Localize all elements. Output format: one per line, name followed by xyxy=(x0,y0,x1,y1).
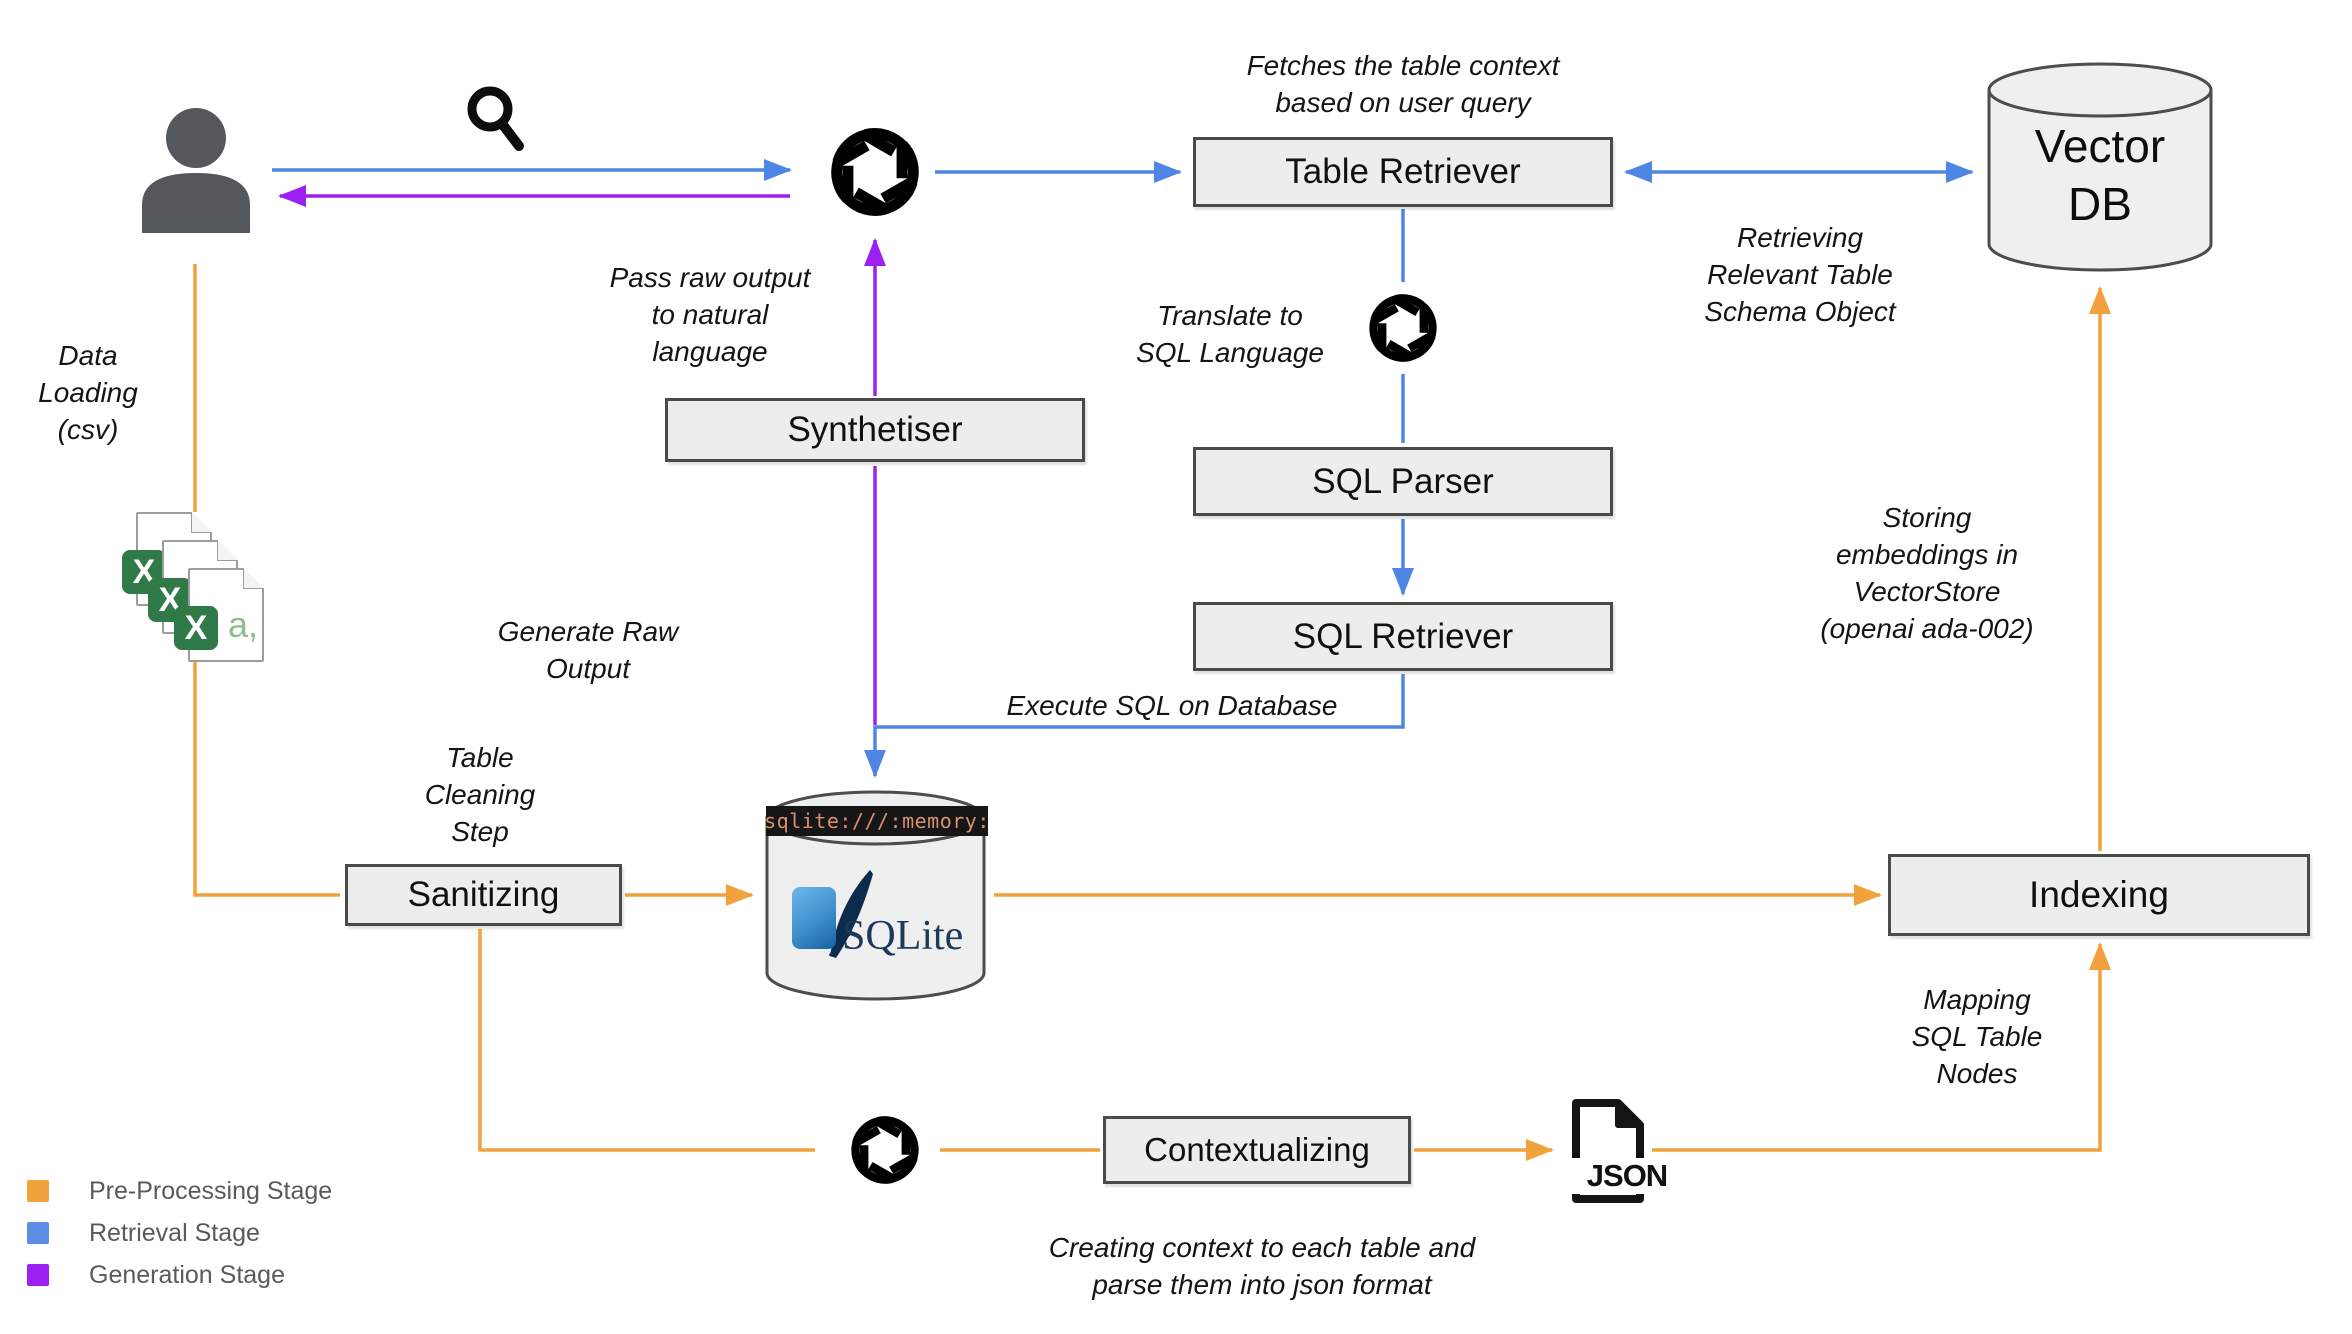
legend-item-generation: Generation Stage xyxy=(27,1260,332,1290)
user-icon xyxy=(142,108,250,233)
node-sql-retriever-label: SQL Retriever xyxy=(1292,616,1514,656)
legend: Pre-Processing Stage Retrieval Stage Gen… xyxy=(27,1176,332,1302)
json-label: JSON xyxy=(1572,1158,1682,1194)
node-sql-parser-label: SQL Parser xyxy=(1312,461,1494,501)
excel-badge-icon: X xyxy=(174,606,218,650)
csv-letter: a, xyxy=(227,604,258,645)
openai-logo-middle-icon xyxy=(1369,294,1437,362)
openai-logo-top-icon xyxy=(831,128,919,216)
node-table-retriever: Table Retriever xyxy=(1193,137,1613,207)
node-contextualizing-label: Contextualizing xyxy=(1144,1131,1370,1168)
legend-item-retrieval: Retrieval Stage xyxy=(27,1218,332,1248)
node-sanitizing-label: Sanitizing xyxy=(407,875,560,914)
node-contextualizing: Contextualizing xyxy=(1103,1116,1411,1184)
annotation-storing-embeddings: Storing embeddings in VectorStore (opena… xyxy=(1820,502,2034,644)
node-table-retriever-label: Table Retriever xyxy=(1285,152,1521,191)
page-fold-icon xyxy=(192,512,212,532)
sqlite-logo-box xyxy=(792,887,836,949)
node-synthetiser: Synthetiser xyxy=(665,398,1085,462)
node-synthetiser-label: Synthetiser xyxy=(787,410,963,449)
annotation-retrieving-schema: Retrieving Relevant Table Schema Object xyxy=(1704,222,1896,327)
annotation-data-loading: Data Loading (csv) xyxy=(38,340,138,445)
node-sanitizing: Sanitizing xyxy=(345,864,622,926)
annotation-mapping-nodes: Mapping SQL Table Nodes xyxy=(1911,984,2043,1089)
line-sanitizing-to-gpt-bottom xyxy=(478,929,815,1152)
annotation-fetches-table-context: Fetches the table context based on user … xyxy=(1246,50,1560,118)
legend-item-preprocessing: Pre-Processing Stage xyxy=(27,1176,332,1206)
node-sql-parser: SQL Parser xyxy=(1193,447,1613,516)
vector-db-label: Vector DB xyxy=(2034,120,2166,230)
preprocessing-color-swatch xyxy=(27,1180,49,1202)
page-fold-icon xyxy=(244,568,264,588)
node-indexing: Indexing xyxy=(1888,854,2310,936)
legend-label: Retrieval Stage xyxy=(89,1218,260,1247)
annotation-pass-raw-output: Pass raw output to natural language xyxy=(609,262,811,367)
generation-color-swatch xyxy=(27,1264,49,1286)
sqlite-connection-banner: sqlite:///:memory: xyxy=(764,806,989,836)
annotation-creating-context: Creating context to each table and parse… xyxy=(1048,1232,1476,1300)
excel-file-icon: X a, xyxy=(174,568,264,662)
page-fold-icon xyxy=(218,540,238,560)
sqlite-feather-icon xyxy=(828,870,873,958)
vector-db-cylinder xyxy=(1987,62,2213,272)
legend-label: Generation Stage xyxy=(89,1260,285,1289)
annotation-execute-sql: Execute SQL on Database xyxy=(1006,690,1338,721)
search-icon xyxy=(467,86,524,151)
arrow-sql-retriever-to-sqlite xyxy=(864,674,1405,778)
annotation-translate-sql: Translate to SQL Language xyxy=(1136,300,1324,368)
arrow-json-to-indexing xyxy=(1652,942,2111,1152)
legend-label: Pre-Processing Stage xyxy=(89,1176,333,1205)
line-user-to-sanitizing xyxy=(193,264,340,897)
node-indexing-label: Indexing xyxy=(2029,874,2169,915)
csv-files-icon: X X X a, xyxy=(122,512,306,682)
annotation-generate-raw-output: Generate Raw Output xyxy=(497,616,679,684)
annotation-table-cleaning: Table Cleaning Step xyxy=(424,742,536,847)
retrieval-color-swatch xyxy=(27,1222,49,1244)
node-sql-retriever: SQL Retriever xyxy=(1193,602,1613,671)
openai-logo-bottom-icon xyxy=(851,1116,919,1184)
sqlite-wordmark: SQLite xyxy=(842,913,964,959)
